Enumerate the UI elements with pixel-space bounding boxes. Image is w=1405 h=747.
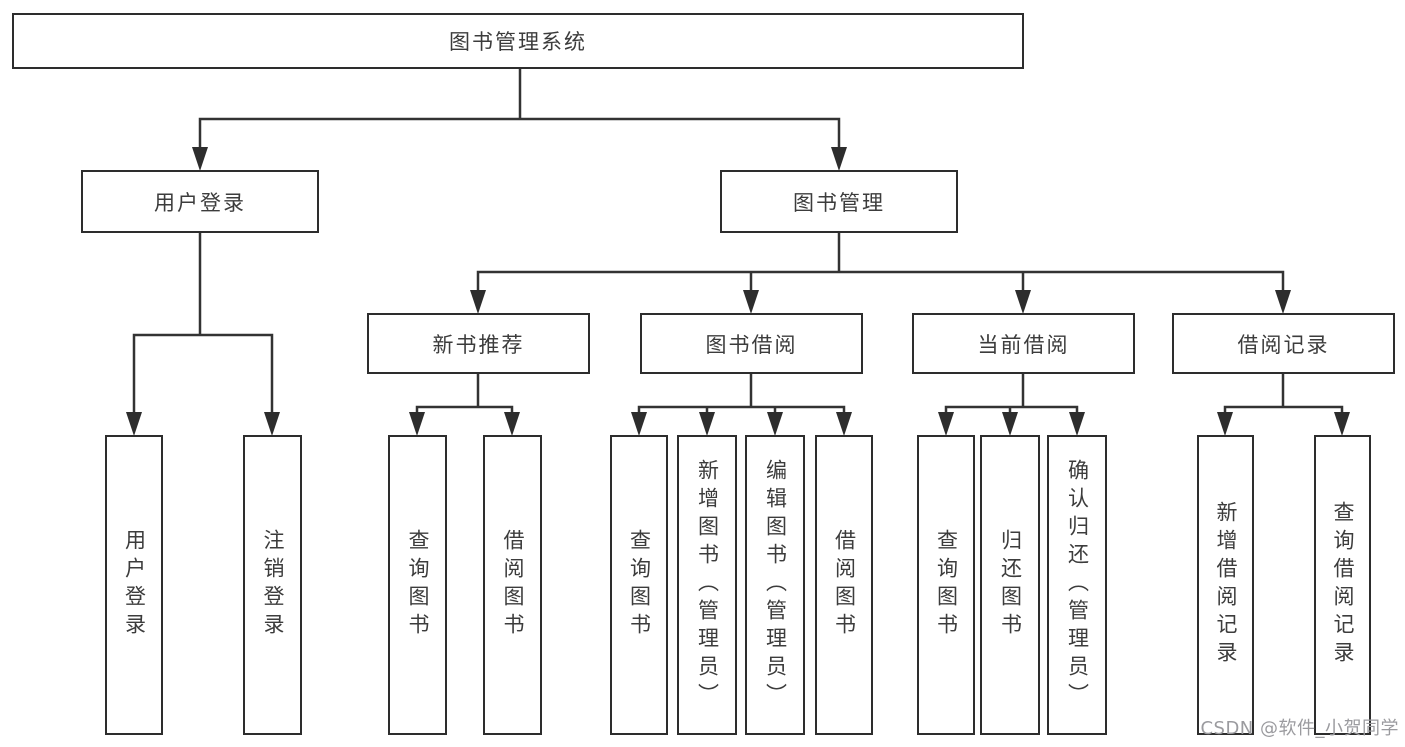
arrowhead-icon: [1069, 412, 1085, 436]
arrowhead-icon: [409, 412, 425, 436]
leaf-query-books-recommend: 查询图书: [388, 435, 447, 735]
node-borrowing-records: 借阅记录: [1172, 313, 1395, 374]
node-new-book-recommend: 新书推荐: [367, 313, 590, 374]
leaf-borrow-books: 借阅图书: [815, 435, 873, 735]
edge-recommend-to-leaves: [415, 374, 514, 413]
arrowhead-icon: [264, 412, 280, 436]
arrowhead-icon: [767, 412, 783, 436]
edge-mgmt-to-level3: [476, 233, 1285, 291]
arrowhead-icon: [631, 412, 647, 436]
node-label: 注销登录: [261, 529, 285, 641]
arrowhead-icon: [1275, 290, 1291, 314]
arrowhead-icon: [504, 412, 520, 436]
node-label: 借阅记录: [1237, 332, 1330, 357]
watermark-csdn: CSDN @软件_小贺同学: [1200, 718, 1399, 739]
edge-login-to-leaves: [132, 233, 274, 413]
arrowhead-icon: [192, 147, 208, 171]
node-current-borrowing: 当前借阅: [912, 313, 1135, 374]
node-label: 用户登录: [122, 529, 147, 641]
leaf-add-book-admin: 新增图书（管理员）: [677, 435, 737, 735]
edge-current-to-leaves: [944, 374, 1079, 413]
arrowhead-icon: [699, 412, 715, 436]
edge-records-to-leaves: [1223, 374, 1344, 413]
node-label: 图书管理: [793, 190, 885, 215]
node-label: 借阅图书: [501, 529, 525, 641]
node-label: 图书借阅: [705, 332, 798, 357]
node-label: 当前借阅: [977, 332, 1070, 357]
node-label: 查询图书: [627, 529, 652, 641]
leaf-edit-book-admin: 编辑图书（管理员）: [745, 435, 805, 735]
leaf-user-login: 用户登录: [105, 435, 163, 735]
node-label: 编辑图书（管理员）: [763, 459, 788, 711]
arrowhead-icon: [1002, 412, 1018, 436]
node-label: 查询图书: [934, 529, 959, 641]
arrowhead-icon: [126, 412, 142, 436]
leaf-query-books-current: 查询图书: [917, 435, 975, 735]
leaf-confirm-return-admin: 确认归还（管理员）: [1047, 435, 1107, 735]
node-label: 借阅图书: [832, 529, 857, 641]
leaf-return-book: 归还图书: [980, 435, 1040, 735]
edge-root-to-level2: [198, 69, 841, 148]
node-book-borrowing: 图书借阅: [640, 313, 863, 374]
arrowhead-icon: [831, 147, 847, 171]
node-user-login: 用户登录: [81, 170, 319, 233]
node-library-system: 图书管理系统: [12, 13, 1024, 69]
node-label: 图书管理系统: [449, 30, 587, 54]
node-label: 查询借阅记录: [1331, 501, 1355, 669]
arrowhead-icon: [1334, 412, 1350, 436]
leaf-borrow-books-recommend: 借阅图书: [483, 435, 542, 735]
arrowhead-icon: [938, 412, 954, 436]
arrowhead-icon: [1015, 290, 1031, 314]
arrowhead-icon: [743, 290, 759, 314]
leaf-add-borrow-record: 新增借阅记录: [1197, 435, 1254, 735]
node-label: 用户登录: [154, 190, 246, 215]
node-label: 新增图书（管理员）: [695, 459, 720, 711]
node-label: 新增借阅记录: [1214, 501, 1238, 669]
node-label: 确认归还（管理员）: [1065, 459, 1090, 711]
leaf-logout: 注销登录: [243, 435, 302, 735]
node-book-management: 图书管理: [720, 170, 958, 233]
node-label: 归还图书: [998, 529, 1023, 641]
arrowhead-icon: [470, 290, 486, 314]
arrowheads: [126, 147, 1350, 436]
arrowhead-icon: [836, 412, 852, 436]
node-label: 新书推荐: [432, 332, 525, 357]
edge-borrowing-to-leaves: [637, 374, 846, 413]
arrowhead-icon: [1217, 412, 1233, 436]
leaf-query-borrow-record: 查询借阅记录: [1314, 435, 1371, 735]
node-label: 查询图书: [406, 529, 430, 641]
leaf-query-books-borrowing: 查询图书: [610, 435, 668, 735]
